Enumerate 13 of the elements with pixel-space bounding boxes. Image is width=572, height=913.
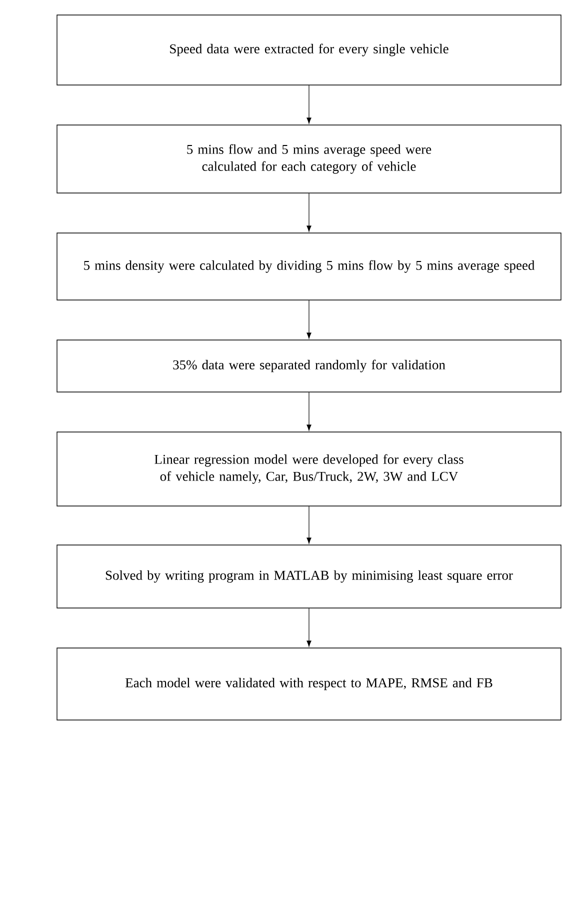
arrow (306, 85, 312, 124)
process-box: Solved by writing program in MATLAB by minimising least square error (56, 544, 562, 608)
process-box: 5 mins flow and 5 mins average speed were calculated for each category of vehicle (56, 124, 562, 194)
process-box: 35% data were separated randomly for validation (56, 340, 562, 392)
process-box: Linear regression model were developed for every class of vehicle namely, Car, Bus/Truck, 2W, 3W and LCV (56, 432, 562, 506)
process-box: Speed data were extracted for every single vehicle (56, 14, 562, 86)
arrow (306, 506, 312, 544)
arrow (306, 392, 312, 431)
arrow (306, 300, 312, 339)
process-box: Each model were validated with respect to MAPE, RMSE and FB (56, 648, 562, 720)
arrow (306, 608, 312, 647)
process-box: 5 mins density were calculated by dividing 5 mins flow by 5 mins average speed (56, 232, 562, 300)
arrow (306, 193, 312, 232)
